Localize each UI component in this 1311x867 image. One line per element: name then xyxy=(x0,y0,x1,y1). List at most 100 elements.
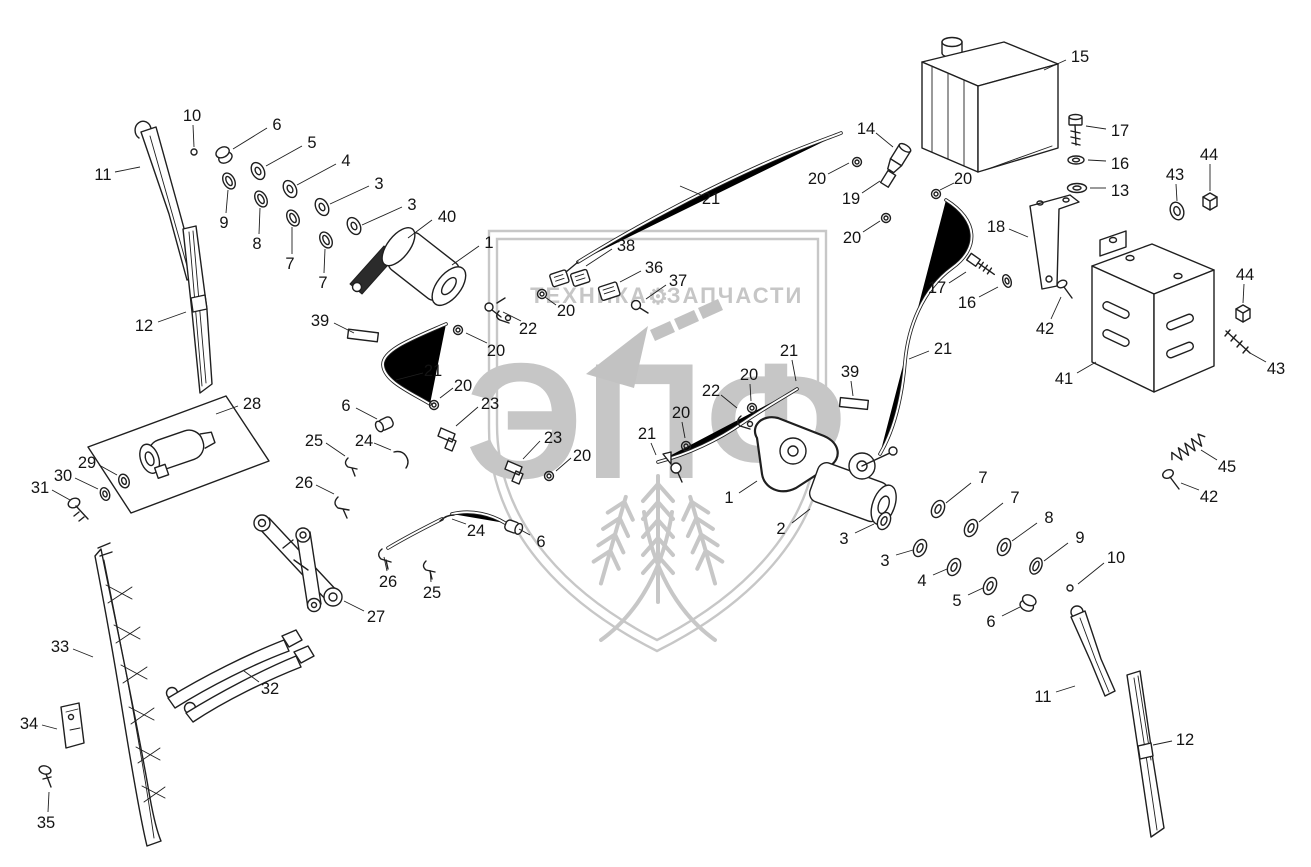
leader-line-33 xyxy=(72,648,94,658)
part-label-18: 18 xyxy=(987,218,1005,236)
tee-23-b-drawing xyxy=(504,460,524,485)
part-label-25: 25 xyxy=(305,432,323,450)
part-label-20: 20 xyxy=(573,447,591,465)
leader-line-24 xyxy=(451,518,467,525)
leader-line-6 xyxy=(355,407,378,420)
washer-13-drawing xyxy=(1066,182,1088,194)
leader-line-1 xyxy=(738,480,758,494)
watermark-word-left: ТЕХНИКА xyxy=(530,283,648,308)
grommet-29-drawing xyxy=(118,473,130,489)
spring-45-drawing xyxy=(1171,433,1206,461)
leader-line-29 xyxy=(98,464,118,476)
part-label-21: 21 xyxy=(780,342,798,360)
washer-5-b-drawing xyxy=(982,576,998,596)
cap-6-b-drawing xyxy=(374,416,394,433)
leader-line-7 xyxy=(978,502,1004,523)
washer-4-drawing xyxy=(282,179,298,199)
leader-line-25 xyxy=(325,442,346,457)
part-label-12: 12 xyxy=(1176,731,1194,749)
leader-line-22 xyxy=(720,394,738,409)
part-label-26: 26 xyxy=(295,474,313,492)
part-label-30: 30 xyxy=(54,467,72,485)
leader-line-17 xyxy=(948,271,967,284)
part-label-3: 3 xyxy=(407,196,416,214)
pin-10-right-drawing xyxy=(1066,584,1074,592)
leader-line-3 xyxy=(895,549,914,556)
part-label-25: 25 xyxy=(423,584,441,602)
part-label-17: 17 xyxy=(928,279,946,297)
watermark-arrow-stripes xyxy=(650,299,723,341)
part-label-22: 22 xyxy=(519,320,537,338)
leader-line-20 xyxy=(544,296,557,306)
part-label-5: 5 xyxy=(307,134,316,152)
leader-line-26 xyxy=(315,484,335,495)
part-label-4: 4 xyxy=(917,572,926,590)
leader-line-1 xyxy=(451,245,480,266)
leader-line-41 xyxy=(1076,361,1097,374)
part-label-40: 40 xyxy=(438,208,456,226)
watermark-word-right: ЗАПЧАСТИ xyxy=(667,283,804,308)
part-label-28: 28 xyxy=(243,395,261,413)
leader-line-5 xyxy=(967,587,984,596)
bracket-18-drawing xyxy=(1029,194,1080,290)
part-label-36: 36 xyxy=(645,259,663,277)
part-label-44: 44 xyxy=(1200,146,1218,164)
part-label-3: 3 xyxy=(880,552,889,570)
part-label-38: 38 xyxy=(617,237,635,255)
leader-line-3 xyxy=(854,523,875,534)
part-label-45: 45 xyxy=(1218,458,1236,476)
ring-9-drawing xyxy=(222,172,236,190)
connector-36-drawing xyxy=(597,281,621,301)
leader-line-32 xyxy=(243,670,260,683)
part-label-3: 3 xyxy=(839,530,848,548)
part-label-20: 20 xyxy=(487,342,505,360)
part-label-6: 6 xyxy=(341,397,350,415)
part-label-11: 11 xyxy=(1034,688,1051,706)
leader-line-27 xyxy=(343,600,365,612)
ring-3-c-drawing xyxy=(876,511,892,531)
mount-bracket-41-drawing xyxy=(1091,230,1215,393)
leader-line-3 xyxy=(361,206,403,226)
ring-9-b-drawing xyxy=(1029,557,1043,575)
leader-line-20 xyxy=(465,332,488,344)
leader-line-42 xyxy=(1180,482,1200,491)
leader-line-8 xyxy=(258,207,261,235)
leader-line-43 xyxy=(1175,183,1178,202)
clip-26-a-drawing xyxy=(334,496,350,519)
part-label-2: 2 xyxy=(776,520,785,538)
screw-31-drawing xyxy=(67,497,89,522)
part-label-1: 1 xyxy=(484,234,493,252)
watermark-arrow-icon xyxy=(586,326,648,388)
leader-line-12 xyxy=(157,311,187,323)
part-label-21: 21 xyxy=(934,340,952,358)
part-label-20: 20 xyxy=(740,366,758,384)
connector-38-drawing xyxy=(549,268,591,288)
leader-line-44 xyxy=(1242,283,1245,304)
clamp-20-d-drawing xyxy=(880,212,892,224)
leader-line-16 xyxy=(1087,159,1107,162)
adapter-34-drawing xyxy=(60,702,85,749)
ring-8-drawing xyxy=(254,190,268,208)
part-label-7: 7 xyxy=(285,255,294,273)
washer-8-b-drawing xyxy=(996,537,1012,557)
leader-line-40 xyxy=(407,219,433,239)
washer-16-a-drawing xyxy=(1067,155,1085,165)
part-label-29: 29 xyxy=(78,454,96,472)
part-label-3: 3 xyxy=(374,175,383,193)
part-label-34: 34 xyxy=(20,715,38,733)
part-label-27: 27 xyxy=(367,608,385,626)
washer-30-drawing xyxy=(99,487,111,501)
clamp-20-e-drawing xyxy=(452,324,464,336)
leader-line-30 xyxy=(74,477,99,490)
part-label-21: 21 xyxy=(638,425,656,443)
part-label-20: 20 xyxy=(954,170,972,188)
wiper-motor-40-drawing xyxy=(349,227,467,307)
part-label-6: 6 xyxy=(536,533,545,551)
leader-line-21 xyxy=(650,442,657,456)
leader-line-20 xyxy=(862,220,881,233)
part-label-11: 11 xyxy=(94,166,111,184)
leader-line-39 xyxy=(333,322,355,334)
leader-line-15 xyxy=(1043,59,1067,71)
wiper-blade-large-drawing xyxy=(94,542,166,847)
leader-line-18 xyxy=(1008,228,1029,238)
